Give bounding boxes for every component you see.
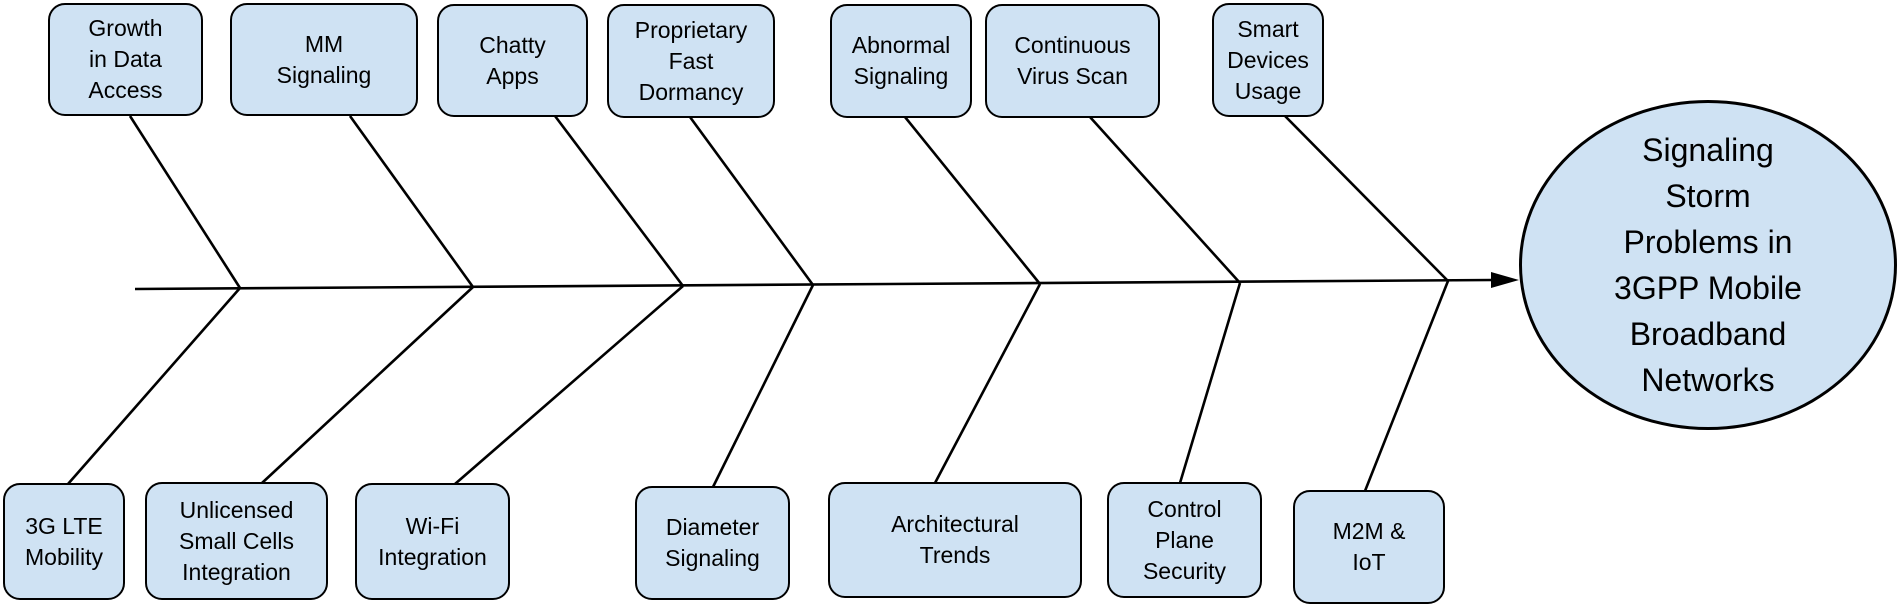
cause-label-growth-in-data-access: Growth in Data Access — [88, 15, 163, 103]
cause-box-smart-devices-usage: Smart Devices Usage — [1212, 3, 1324, 117]
cause-box-growth-in-data-access: Growth in Data Access — [48, 3, 203, 116]
cause-box-unlicensed-small-cells-integration: Unlicensed Small Cells Integration — [145, 482, 328, 600]
cause-box-3g-lte-mobility: 3G LTE Mobility — [3, 483, 125, 600]
cause-label-smart-devices-usage: Smart Devices Usage — [1227, 15, 1309, 104]
cause-label-diameter-signaling: Diameter Signaling — [665, 514, 760, 571]
cause-label-proprietary-fast-dormancy: Proprietary Fast Dormancy — [634, 16, 748, 105]
cause-label-m2m-iot: M2M & IoT — [1332, 518, 1406, 575]
cause-box-abnormal-signaling: Abnormal Signaling — [830, 4, 972, 118]
rib-architectural-trends — [933, 283, 1042, 484]
rib-unlicensed-small-cells-integration — [261, 286, 474, 484]
rib-3g-lte-mobility — [67, 287, 241, 485]
rib-growth-in-data-access — [128, 115, 242, 289]
rib-chatty-apps — [553, 115, 685, 287]
rib-proprietary-fast-dormancy — [688, 116, 815, 286]
cause-label-unlicensed-small-cells-integration: Unlicensed Small Cells Integration — [178, 496, 295, 585]
spine-arrowhead-icon — [1491, 272, 1519, 288]
rib-control-plane-security — [1178, 282, 1242, 484]
cause-label-3g-lte-mobility: 3G LTE Mobility — [25, 512, 103, 570]
effect-ellipse-signaling-storm-problems: Signaling Storm Problems in 3GPP Mobile … — [1519, 100, 1897, 430]
spine-line — [134, 278, 1494, 291]
cause-label-wifi-integration: Wi-Fi Integration — [378, 512, 487, 570]
cause-box-diameter-signaling: Diameter Signaling — [635, 486, 790, 600]
cause-label-control-plane-security: Control Plane Security — [1142, 495, 1227, 584]
cause-box-mm-signaling: MM Signaling — [230, 3, 418, 116]
cause-box-architectural-trends: Architectural Trends — [828, 482, 1082, 598]
cause-box-m2m-iot: M2M & IoT — [1293, 490, 1445, 604]
rib-diameter-signaling — [711, 284, 815, 488]
cause-box-control-plane-security: Control Plane Security — [1107, 482, 1262, 598]
rib-m2m-iot — [1363, 280, 1450, 492]
cause-box-chatty-apps: Chatty Apps — [437, 4, 588, 117]
rib-wifi-integration — [454, 285, 684, 485]
cause-label-continuous-virus-scan: Continuous Virus Scan — [1014, 32, 1131, 89]
cause-label-architectural-trends: Architectural Trends — [891, 511, 1019, 568]
cause-box-wifi-integration: Wi-Fi Integration — [355, 483, 510, 600]
rib-smart-devices-usage — [1284, 115, 1449, 282]
cause-box-proprietary-fast-dormancy: Proprietary Fast Dormancy — [607, 4, 775, 118]
rib-mm-signaling — [348, 115, 475, 288]
cause-label-chatty-apps: Chatty Apps — [479, 31, 546, 89]
rib-abnormal-signaling — [903, 116, 1042, 285]
rib-continuous-virus-scan — [1089, 116, 1241, 284]
cause-label-mm-signaling: MM Signaling — [276, 30, 372, 88]
effect-label: Signaling Storm Problems in 3GPP Mobile … — [1614, 132, 1802, 398]
cause-label-abnormal-signaling: Abnormal Signaling — [851, 32, 951, 89]
cause-box-continuous-virus-scan: Continuous Virus Scan — [985, 4, 1160, 118]
